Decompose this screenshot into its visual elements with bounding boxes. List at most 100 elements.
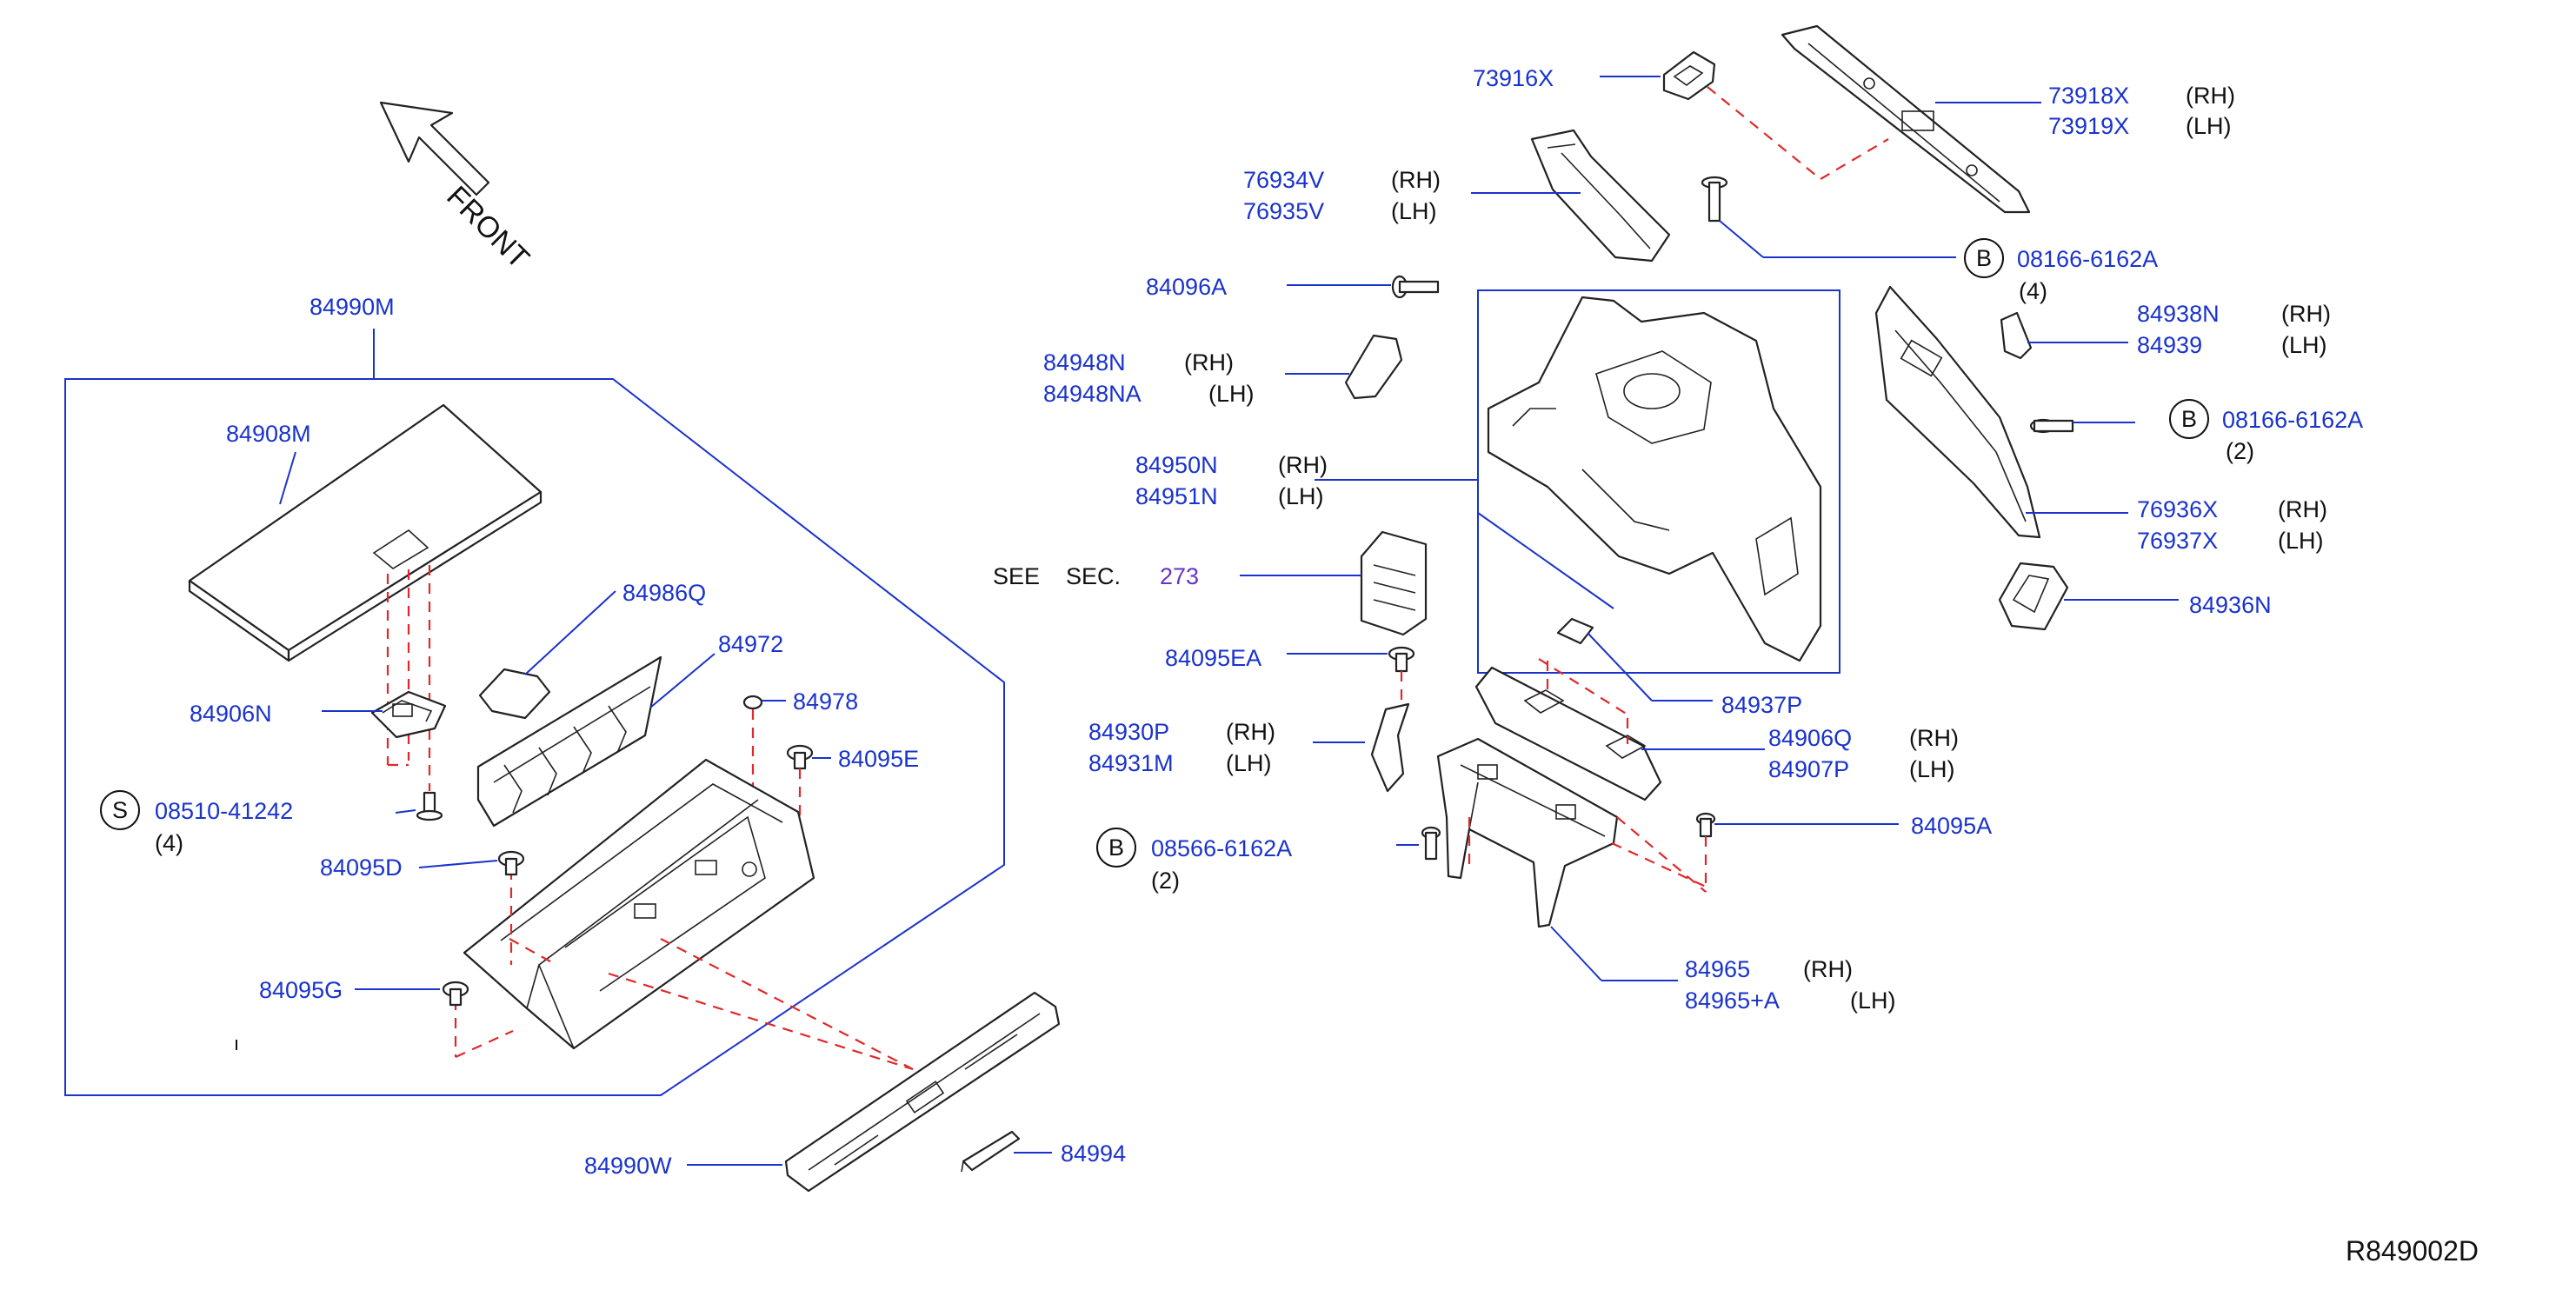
label-84930P: 84930P xyxy=(1088,719,1169,745)
label-76935V-side: (LH) xyxy=(1391,198,1437,224)
part-08510-41242-screw xyxy=(416,791,443,821)
label-84950N: 84950N xyxy=(1135,452,1218,478)
label-84990M: 84990M xyxy=(310,294,395,320)
label-84978: 84978 xyxy=(793,688,858,715)
part-84938N-bracket xyxy=(2000,311,2033,360)
label-84951N-side: (LH) xyxy=(1278,483,1324,509)
label-76934V: 76934V xyxy=(1243,167,1324,193)
label-84948NA-side: (LH) xyxy=(1208,381,1255,407)
label-76936X: 76936X xyxy=(2137,496,2218,522)
label-08166-top-qty: (4) xyxy=(2019,278,2047,304)
part-84948N-knob xyxy=(1344,334,1403,400)
label-73916X: 73916X xyxy=(1473,65,1554,91)
label-84938N: 84938N xyxy=(2137,301,2220,327)
label-76935V: 76935V xyxy=(1243,198,1324,224)
label-08566-6162A: 08566-6162A xyxy=(1151,835,1292,861)
label-84095D: 84095D xyxy=(320,854,403,881)
label-73919X-side: (LH) xyxy=(2186,113,2232,139)
callout-labels: 73916X 73918X (RH) 73919X (LH) 76934V (R… xyxy=(100,65,2479,1267)
part-73916X-pad xyxy=(1662,50,1716,101)
label-84906Q: 84906Q xyxy=(1768,725,1852,751)
label-08166-top-mark: B xyxy=(1976,245,1992,271)
circle-mark-s xyxy=(100,790,140,830)
label-84948N-side: (RH) xyxy=(1184,349,1234,376)
label-84965A-side: (LH) xyxy=(1850,987,1896,1014)
label-84950N-side: (RH) xyxy=(1278,452,1328,478)
part-84908M-board xyxy=(188,403,542,662)
label-08166-6162A-top: 08166-6162A xyxy=(2017,246,2158,272)
assembly-84950N-box xyxy=(1477,289,1840,674)
label-08510-mark: S xyxy=(112,797,128,823)
part-84906N-hook xyxy=(370,690,447,739)
part-84906Q-panel xyxy=(1474,666,1662,801)
label-76936X-side: (RH) xyxy=(2278,496,2327,522)
part-84095EA-clip xyxy=(1388,646,1415,673)
label-84948NA: 84948NA xyxy=(1043,381,1142,407)
label-84931M: 84931M xyxy=(1088,750,1174,776)
part-84095A-clip xyxy=(1695,812,1716,838)
part-84930P-bracket xyxy=(1370,702,1410,793)
drawing-id: R849002D xyxy=(2346,1235,2479,1267)
label-see: SEE xyxy=(993,563,1040,589)
part-08566-6162A-bolt xyxy=(1421,826,1441,861)
label-84095A: 84095A xyxy=(1911,813,1992,839)
label-84096A: 84096A xyxy=(1146,274,1227,300)
part-vent-grille xyxy=(1360,530,1428,636)
part-08166-6162A-bolt-top xyxy=(1701,176,1728,223)
part-84936N-grommet xyxy=(1998,562,2069,631)
part-84096A-bolt xyxy=(1391,275,1440,299)
label-76937X: 76937X xyxy=(2137,528,2218,554)
label-84990W: 84990W xyxy=(584,1153,672,1179)
part-73918X-trim xyxy=(1781,24,2031,214)
label-76934V-side: (RH) xyxy=(1391,167,1441,193)
circle-mark-b-bottom xyxy=(1096,828,1136,868)
label-84907P: 84907P xyxy=(1768,756,1849,782)
part-84937P-cap xyxy=(1556,617,1594,645)
label-08510-41242: 08510-41242 xyxy=(155,798,293,824)
label-84965: 84965 xyxy=(1685,956,1750,982)
label-84930P-side: (RH) xyxy=(1226,719,1275,745)
section-ref-273[interactable]: 273 xyxy=(1160,563,1199,589)
label-84906Q-side: (RH) xyxy=(1909,725,1959,751)
label-84095EA: 84095EA xyxy=(1165,645,1261,671)
label-84907P-side: (LH) xyxy=(1909,756,1955,782)
part-84990M-tub xyxy=(463,758,815,1050)
label-08566-mark: B xyxy=(1108,835,1124,861)
label-84936N: 84936N xyxy=(2189,592,2272,618)
part-84095E-clip xyxy=(786,744,814,770)
label-84965-side: (RH) xyxy=(1803,956,1853,982)
label-84938N-side: (RH) xyxy=(2281,301,2331,327)
part-84990W-sill xyxy=(784,991,1061,1193)
circle-mark-b-mid xyxy=(2169,399,2209,439)
assembly-84990M-outline xyxy=(64,378,1005,1096)
label-84948N: 84948N xyxy=(1043,349,1126,376)
label-sec: SEC. xyxy=(1066,563,1121,589)
label-08166-mid-mark: B xyxy=(2181,406,2197,432)
label-73918X-side: (RH) xyxy=(2186,83,2235,109)
part-84986Q-cap xyxy=(478,668,551,720)
label-84986Q: 84986Q xyxy=(622,580,706,606)
label-84937P: 84937P xyxy=(1721,692,1802,718)
label-84906N: 84906N xyxy=(190,701,272,727)
label-08566-qty: (2) xyxy=(1151,868,1180,894)
circle-mark-b-top xyxy=(1964,238,2004,278)
label-84972: 84972 xyxy=(718,631,783,657)
label-84939: 84939 xyxy=(2137,332,2202,358)
label-84095E: 84095E xyxy=(838,746,919,772)
part-76934V-pillar xyxy=(1530,129,1671,263)
part-84095G-clip xyxy=(442,981,469,1007)
label-84951N: 84951N xyxy=(1135,483,1218,509)
label-84908M: 84908M xyxy=(226,421,311,447)
label-73918X: 73918X xyxy=(2048,83,2129,109)
label-76937X-side: (LH) xyxy=(2278,528,2324,554)
label-84931M-side: (LH) xyxy=(1226,750,1272,776)
label-84965A: 84965+A xyxy=(1685,987,1780,1014)
part-84095D-clip xyxy=(497,850,525,876)
label-84939-side: (LH) xyxy=(2281,332,2327,358)
part-84972-partition xyxy=(476,655,662,828)
label-84095G: 84095G xyxy=(259,977,343,1003)
label-84994: 84994 xyxy=(1061,1140,1126,1167)
label-08166-6162A-mid: 08166-6162A xyxy=(2222,407,2363,433)
part-84978-pin xyxy=(742,695,763,710)
